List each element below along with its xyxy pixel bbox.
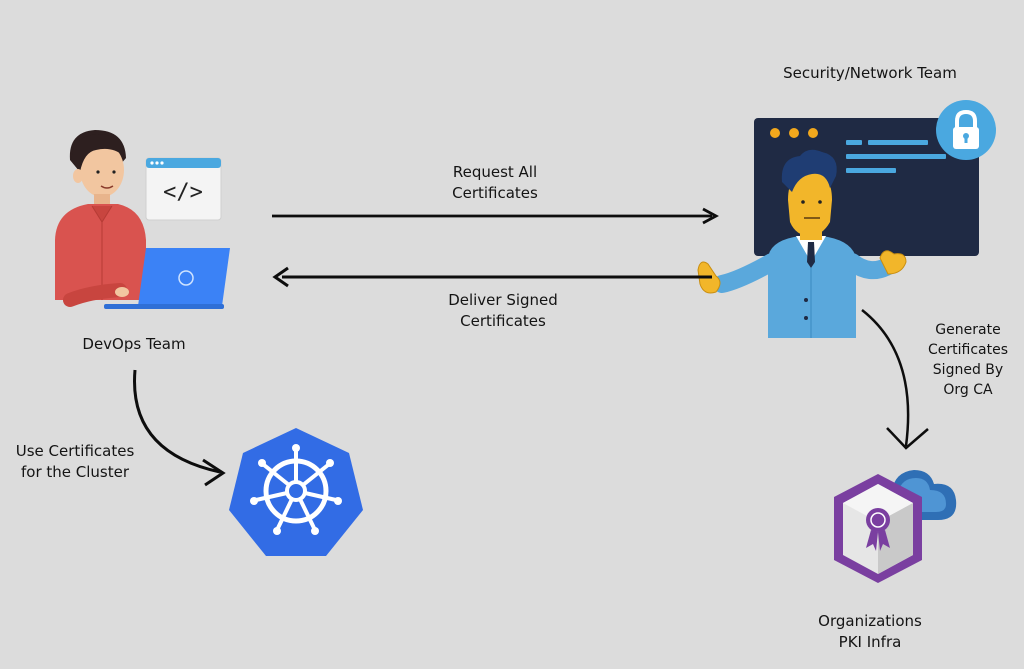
security-person-icon [697, 149, 907, 338]
generate-arrow [861, 309, 910, 447]
generate-label: Generate Certificates Signed By Org CA [918, 320, 1018, 400]
deliver-label-line1: Deliver Signed [448, 291, 558, 309]
code-icon: </> [163, 180, 203, 205]
request-label-line1: Request All [452, 163, 538, 181]
use-label: Use Certificates for the Cluster [4, 441, 146, 483]
devops-person-icon [55, 130, 230, 309]
generate-label-line2: Certificates [927, 342, 1008, 358]
pki-label-line1: Organizations [818, 612, 922, 630]
security-team-label: Security/Network Team [783, 64, 957, 82]
use-arrowhead [202, 458, 226, 487]
deliver-arrowhead [272, 266, 289, 288]
generate-arrowhead [886, 427, 929, 450]
generate-label-line1: Generate [935, 322, 1001, 338]
use-label-line2: for the Cluster [20, 463, 130, 481]
request-arrowhead [702, 207, 719, 225]
use-label-line1: Use Certificates [15, 442, 135, 460]
deliver-label: Deliver Signed Certificates [430, 290, 576, 332]
request-label-line2: Certificates [452, 184, 538, 202]
generate-label-line3: Signed By [932, 362, 1004, 378]
request-label: Request All Certificates [430, 162, 560, 204]
pki-label-line2: PKI Infra [838, 633, 902, 651]
devops-team-label: DevOps Team [82, 335, 186, 353]
generate-label-line4: Org CA [943, 382, 993, 398]
pki-label: Organizations PKI Infra [808, 611, 932, 653]
use-arrow [133, 369, 221, 474]
kubernetes-icon [229, 428, 363, 556]
deliver-label-line2: Certificates [460, 312, 546, 330]
lock-icon [936, 100, 996, 160]
pki-certificate-icon [834, 474, 922, 583]
